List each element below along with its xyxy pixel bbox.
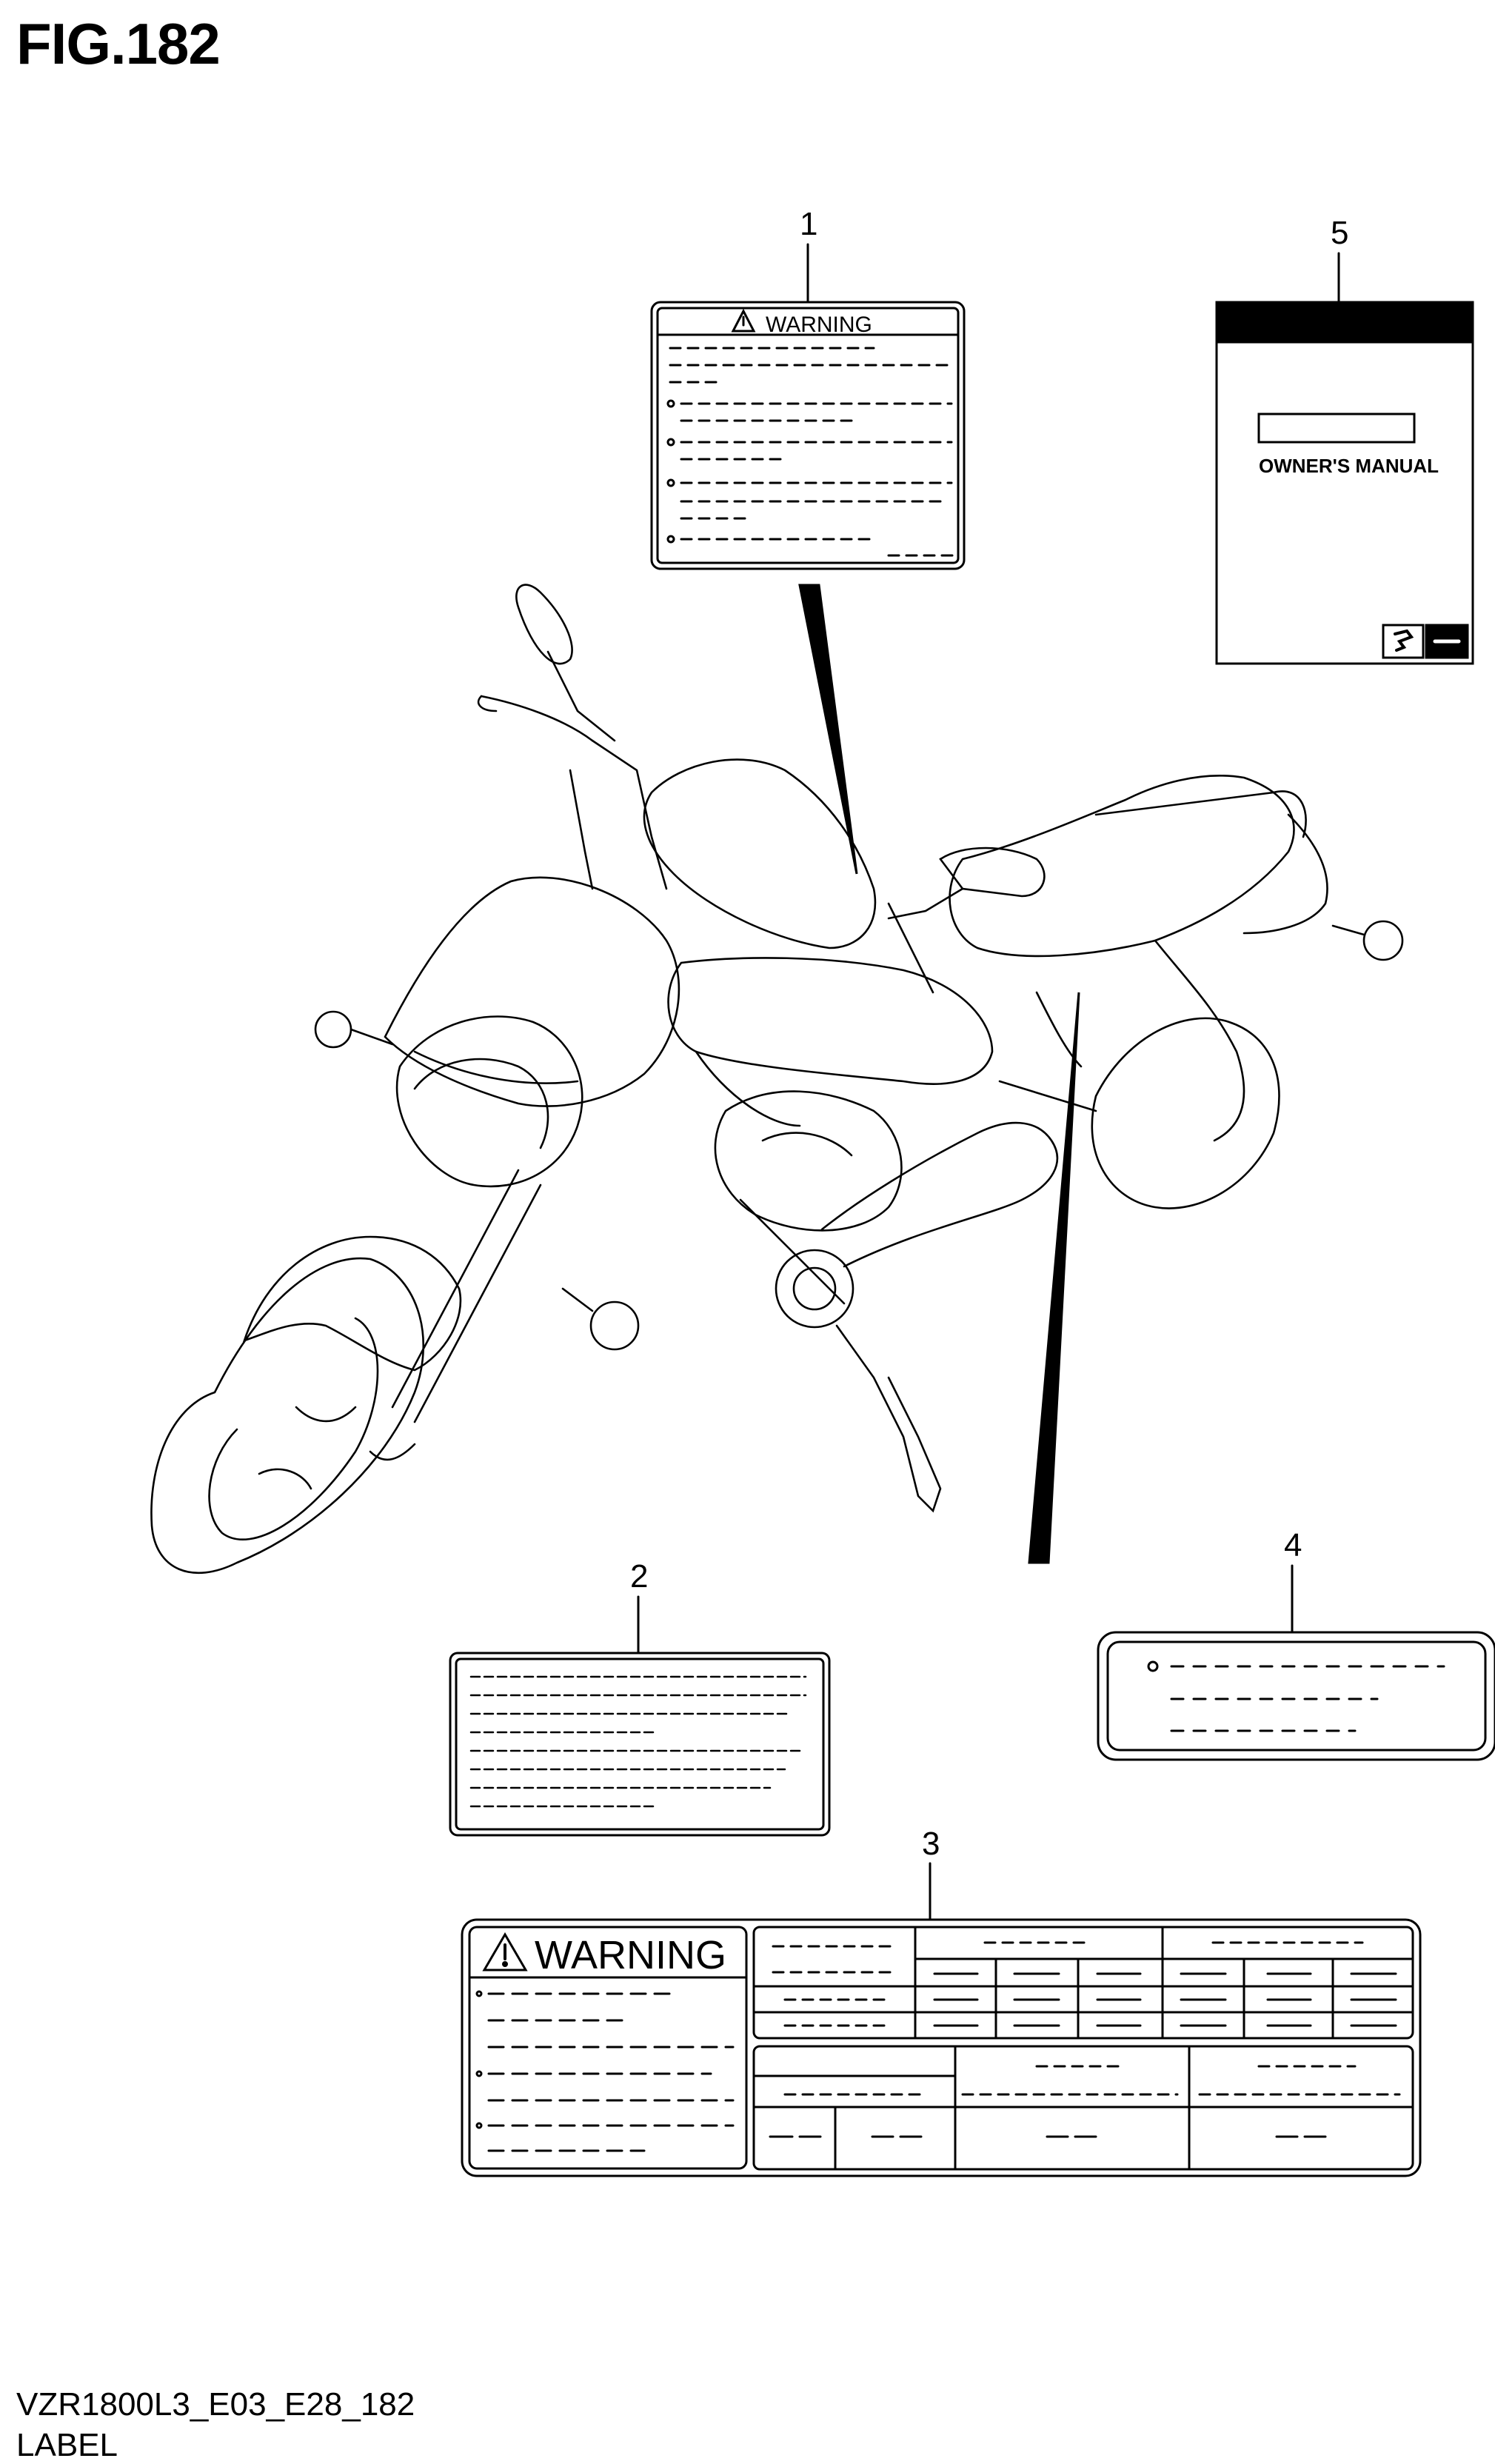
callout-1: 1 [800, 206, 818, 242]
suzuki-logo-icon [1382, 624, 1425, 659]
warning-label-1-title: WARNING [766, 313, 872, 337]
motorcycle-illustration [150, 584, 1404, 1575]
warning-triangle-icon [731, 308, 756, 333]
diagram-name: LABEL [16, 2427, 118, 2463]
warning-triangle-large-icon [482, 1932, 528, 1971]
figure-title: FIG.182 [16, 11, 221, 76]
warning-label-3 [461, 1918, 1422, 2177]
callout-4: 4 [1284, 1527, 1302, 1563]
pointer-wedge-2 [1028, 992, 1080, 1564]
callout-5: 5 [1331, 215, 1349, 251]
warning-label-1 [650, 301, 966, 570]
info-label-4 [1097, 1631, 1495, 1761]
warning-label-3-title: WARNING [535, 1933, 726, 1977]
owners-manual-book [1215, 301, 1474, 665]
callout-2: 2 [630, 1558, 649, 1595]
owners-manual-title: OWNER'S MANUAL [1259, 455, 1439, 477]
pointer-wedge-1 [798, 584, 858, 875]
caution-label-2 [449, 1652, 831, 1837]
diagram-code: VZR1800L3_E03_E28_182 [16, 2386, 415, 2423]
callout-3: 3 [922, 1826, 940, 1862]
